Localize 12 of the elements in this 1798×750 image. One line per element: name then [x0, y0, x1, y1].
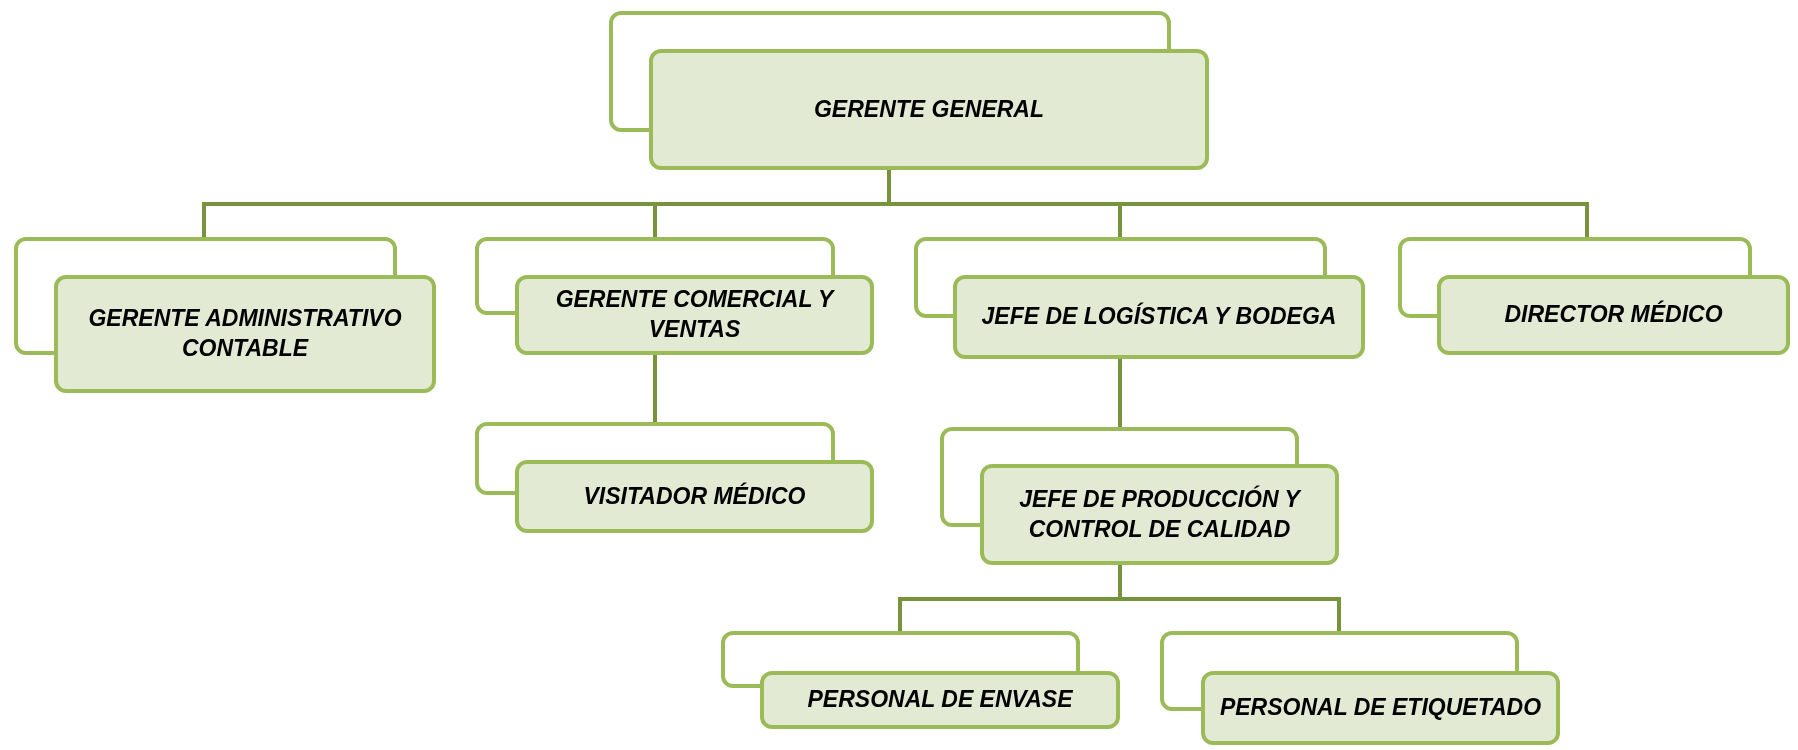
position-title: JEFE DE PRODUCCIÓN Y CONTROL DE CALIDAD: [1018, 484, 1303, 544]
position-title: GERENTE COMERCIAL Y VENTAS: [554, 285, 836, 344]
position-title: VISITADOR MÉDICO: [583, 481, 806, 511]
connector-line: [653, 355, 657, 422]
position-title: GERENTE GENERAL: [814, 94, 1044, 124]
connector-line: [1118, 359, 1122, 427]
position-title: GERENTE ADMINISTRATIVO CONTABLE: [87, 304, 403, 363]
position-title: PERSONAL DE ETIQUETADO: [1219, 693, 1542, 723]
connector-line: [1118, 565, 1341, 631]
position-title: DIRECTOR MÉDICO: [1504, 300, 1723, 330]
position-title: JEFE DE LOGÍSTICA Y BODEGA: [981, 302, 1337, 332]
position-title: PERSONAL DE ENVASE: [807, 685, 1073, 715]
